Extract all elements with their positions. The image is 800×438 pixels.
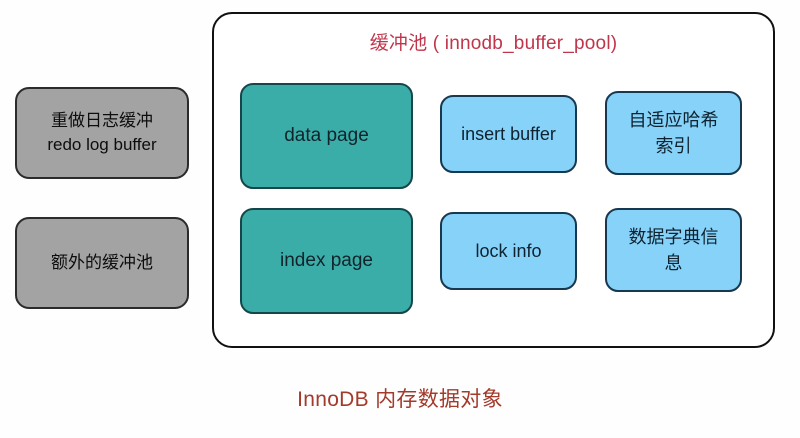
node-extra-buffer-pool: 额外的缓冲池 bbox=[15, 217, 189, 309]
node-data-page-label: data page bbox=[284, 125, 369, 146]
node-data-page: data page bbox=[240, 83, 413, 189]
node-index-page-label: index page bbox=[280, 250, 373, 271]
node-data-dictionary-info-label: 数据字典信 息 bbox=[628, 227, 719, 273]
node-redo-log-buffer-label: 重做日志缓冲 redo log buffer bbox=[47, 111, 157, 154]
node-adaptive-hash-index-label: 自适应哈希 索引 bbox=[628, 110, 719, 156]
node-redo-log-buffer: 重做日志缓冲 redo log buffer bbox=[15, 87, 189, 179]
node-index-page: index page bbox=[240, 208, 413, 314]
node-adaptive-hash-index: 自适应哈希 索引 bbox=[605, 91, 742, 175]
node-lock-info: lock info bbox=[440, 212, 577, 290]
diagram-caption: InnoDB 内存数据对象 bbox=[297, 388, 503, 411]
buffer-pool-title: 缓冲池 ( innodb_buffer_pool) bbox=[369, 33, 618, 54]
node-insert-buffer: insert buffer bbox=[440, 95, 577, 173]
node-lock-info-label: lock info bbox=[475, 241, 542, 261]
node-extra-buffer-pool-label: 额外的缓冲池 bbox=[51, 253, 153, 272]
node-insert-buffer-label: insert buffer bbox=[461, 124, 556, 144]
node-data-dictionary-info: 数据字典信 息 bbox=[605, 208, 742, 292]
